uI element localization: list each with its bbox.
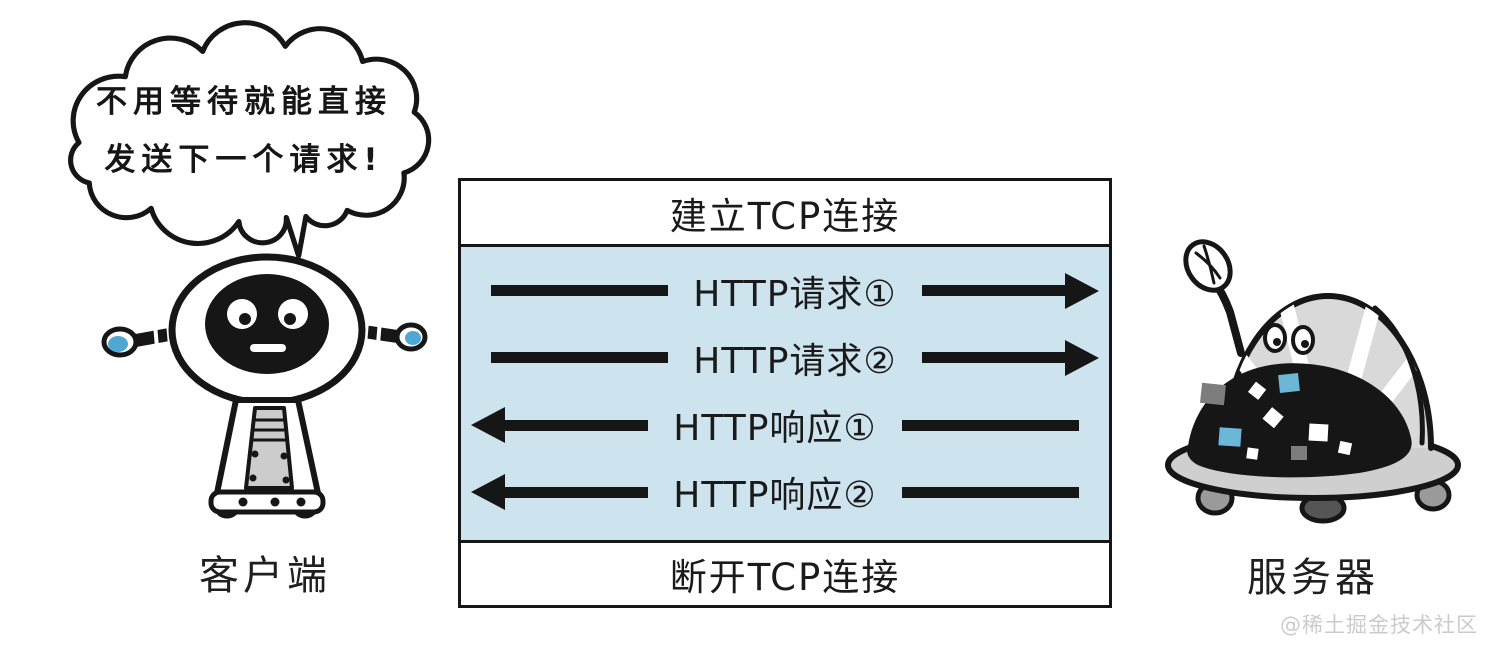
watermark: @稀土掘金技术社区	[1280, 613, 1478, 637]
http-response-2-label: HTTP响应②	[673, 475, 877, 517]
arrow-shaft-left	[491, 285, 668, 297]
arrow-right-icon	[922, 272, 1099, 309]
http-request-1-row: HTTP请求①	[461, 259, 1109, 323]
http-response-2-row: HTTP响应②	[461, 460, 1109, 524]
speech-line-2: 发送下一个请求!	[104, 142, 384, 178]
arrow-left-icon	[471, 407, 648, 444]
http-response-1-row: HTTP响应①	[461, 393, 1109, 457]
http-pipeline-panel: HTTP请求① HTTP请求② HTTP响应① HTTP响应②	[461, 247, 1109, 540]
speech-bubble-text: 不用等待就能直接 发送下一个请求!	[48, 76, 440, 179]
client-label: 客户端	[199, 553, 331, 599]
tcp-flow-box: 建立TCP连接 HTTP请求① HTTP请求② HTTP响应① HTTP响应②	[458, 178, 1112, 608]
arrow-left-icon	[471, 474, 648, 511]
http-response-1-label: HTTP响应①	[673, 408, 877, 450]
arrow-right-icon	[922, 339, 1099, 376]
http-request-1-label: HTTP请求①	[693, 273, 897, 315]
client-robot-icon	[101, 253, 428, 519]
speech-line-1: 不用等待就能直接	[96, 84, 392, 120]
tcp-disconnect-footer: 断开TCP连接	[461, 540, 1109, 605]
server-robot-icon	[1165, 239, 1461, 524]
arrow-shaft-right	[902, 419, 1079, 431]
tcp-connect-header: 建立TCP连接	[461, 181, 1109, 247]
http-request-2-row: HTTP请求②	[461, 326, 1109, 390]
speech-bubble-cloud-icon	[68, 20, 432, 259]
arrow-shaft-right	[902, 486, 1079, 498]
arrow-shaft-left	[491, 352, 668, 364]
http-request-2-label: HTTP请求②	[693, 340, 897, 382]
speech-bubble: 不用等待就能直接 发送下一个请求!	[48, 16, 440, 264]
server-label: 服务器	[1247, 555, 1379, 601]
